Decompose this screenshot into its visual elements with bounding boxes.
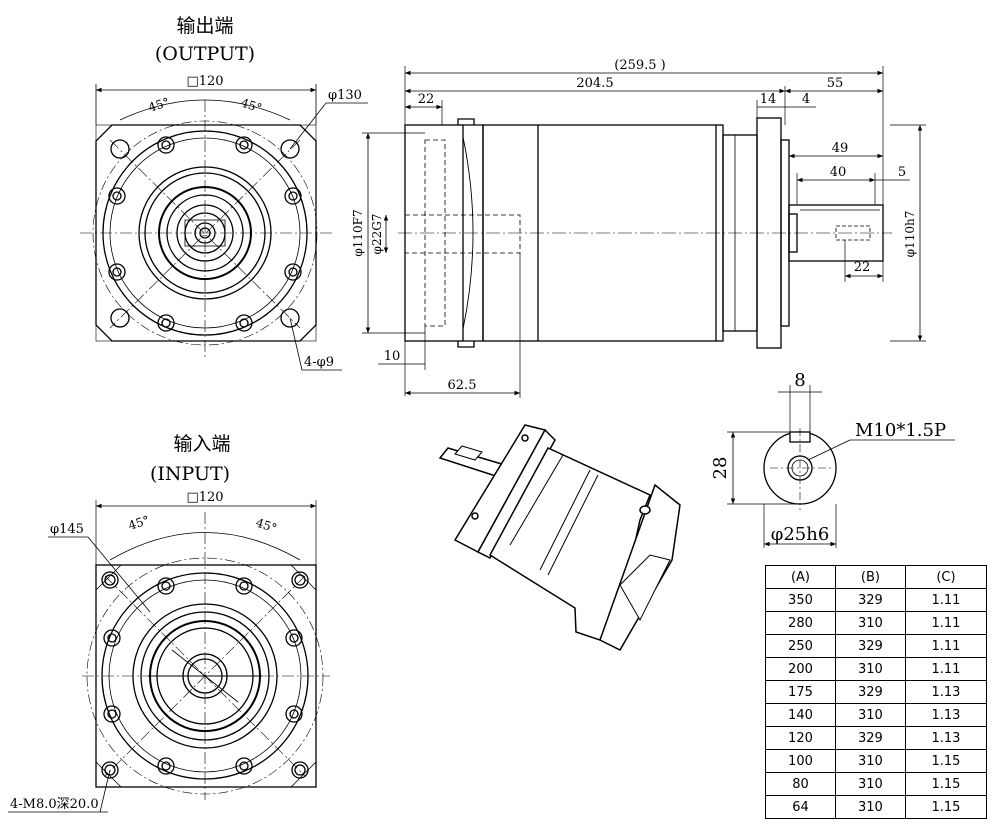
table-cell: 329 <box>834 680 906 704</box>
dim-bottom-10: 10 <box>384 349 401 364</box>
dim-shaft-49: 49 <box>832 141 849 156</box>
dim-body-length: 204.5 <box>576 76 613 91</box>
table-cell: 280 <box>765 611 836 635</box>
table-cell: 329 <box>834 588 906 612</box>
table-cell: 120 <box>765 726 836 750</box>
input-view: 输入端 (INPUT) □120 <box>8 433 330 813</box>
table-cell: 329 <box>834 726 906 750</box>
isometric-view <box>438 424 681 651</box>
table-cell: 310 <box>834 611 906 635</box>
output-corner-holes <box>110 139 300 328</box>
side-view: (259.5 ) 204.5 55 22 14 4 <box>351 58 926 398</box>
table-header-row: (A) (B) (C) <box>765 565 988 589</box>
key-width-label: 8 <box>794 370 805 391</box>
table-cell: 310 <box>834 703 906 727</box>
dim-input-bore: φ110F7 <box>351 209 365 256</box>
input-corner-holes <box>101 571 309 779</box>
table-cell: 1.15 <box>904 795 988 819</box>
table-cell: 175 <box>765 680 836 704</box>
output-inner-bolts <box>108 136 302 332</box>
table-cell: 310 <box>834 772 906 796</box>
table-header-c: (C) <box>904 565 988 589</box>
dim-flange-thickness: 14 <box>760 92 777 107</box>
dim-shaft-5: 5 <box>898 165 906 180</box>
shaft-detail: 8 28 M10*1.5P φ25h6 <box>710 370 955 548</box>
table-cell: 250 <box>765 634 836 658</box>
thread-label: M10*1.5P <box>855 420 946 441</box>
input-angle-left: 45° <box>127 513 152 533</box>
output-title-en: (OUTPUT) <box>155 43 255 65</box>
table-cell: 329 <box>834 634 906 658</box>
dim-input-bore2: φ22G7 <box>370 214 384 255</box>
input-title-cn: 输入端 <box>173 433 230 455</box>
table-cell: 1.11 <box>904 634 988 658</box>
table-cell: 1.11 <box>904 657 988 681</box>
input-angle-right: 45° <box>254 516 279 536</box>
table-cell: 310 <box>834 795 906 819</box>
table-cell: 1.13 <box>904 726 988 750</box>
table-cell: 1.15 <box>904 749 988 773</box>
input-title-en: (INPUT) <box>150 463 230 485</box>
table-cell: 140 <box>765 703 836 727</box>
dim-shaft-40: 40 <box>830 165 847 180</box>
table-cell: 1.11 <box>904 611 988 635</box>
dim-shaft-length: 55 <box>827 76 844 91</box>
output-holes-label: 4-φ9 <box>304 355 334 370</box>
table-cell: 1.15 <box>904 772 988 796</box>
input-inner-bolts <box>103 577 303 775</box>
dim-input-flange: 22 <box>418 92 435 107</box>
table-header-a: (A) <box>765 565 836 589</box>
input-holes-label: 4-M8.0深20.0 <box>10 797 99 812</box>
table-cell: 1.13 <box>904 703 988 727</box>
input-square-label: □120 <box>186 490 223 505</box>
output-pcd-label: φ130 <box>328 88 362 103</box>
dim-total-length: (259.5 ) <box>614 58 666 73</box>
input-pcd-label: φ145 <box>50 522 84 537</box>
table-cell: 310 <box>834 657 906 681</box>
table-cell: 80 <box>765 772 836 796</box>
dim-bottom-62-5: 62.5 <box>448 378 477 393</box>
table-cell: 100 <box>765 749 836 773</box>
diameter-label: φ25h6 <box>771 524 830 545</box>
input-flange-outline <box>95 564 317 788</box>
output-angle-left: 45° <box>147 95 172 115</box>
dim-flange-step: 4 <box>802 92 810 107</box>
table-cell: 350 <box>765 588 836 612</box>
table-cell: 64 <box>765 795 836 819</box>
table-cell: 200 <box>765 657 836 681</box>
output-title-cn: 输出端 <box>176 15 233 37</box>
table-cell: 1.13 <box>904 680 988 704</box>
dim-output-pilot: φ110h7 <box>903 211 917 258</box>
height-label: 28 <box>710 457 731 480</box>
table-cell: 310 <box>834 749 906 773</box>
output-angle-right: 45° <box>239 96 264 116</box>
output-square-label: □120 <box>186 74 223 89</box>
table-header-b: (B) <box>834 565 906 589</box>
output-view: 输出端 (OUTPUT) □120 <box>80 15 368 371</box>
table-cell: 1.11 <box>904 588 988 612</box>
dim-shaft-22: 22 <box>854 260 871 275</box>
